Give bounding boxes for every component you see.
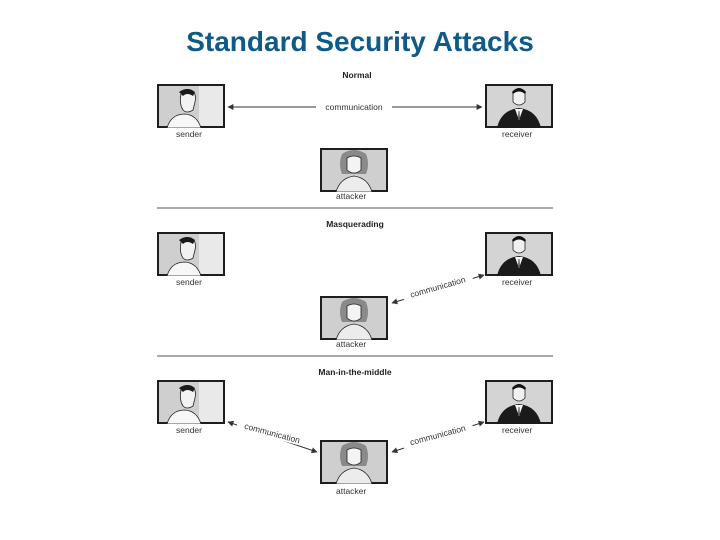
sender-image	[157, 232, 225, 276]
communication-label: communication	[409, 274, 467, 299]
receiver-label: receiver	[502, 425, 532, 435]
receiver-label: receiver	[502, 129, 532, 139]
attacker-image	[320, 148, 388, 192]
sender-image	[157, 380, 225, 424]
attacker-image	[320, 440, 388, 484]
sender-label: sender	[176, 425, 202, 435]
attacker-label: attacker	[336, 191, 366, 201]
attacker-label: attacker	[336, 486, 366, 496]
attacker-label: attacker	[336, 339, 366, 349]
attacker-image	[320, 296, 388, 340]
sender-image	[157, 84, 225, 128]
sender-label: sender	[176, 277, 202, 287]
receiver-image	[485, 232, 553, 276]
communication-label: communication	[409, 423, 467, 448]
receiver-label: receiver	[502, 277, 532, 287]
panel-heading: Masquerading	[326, 219, 384, 229]
panel-man-in-the-middle: Man-in-the-middle sender receiver attack…	[157, 367, 553, 496]
communication-label: communication	[325, 102, 382, 112]
receiver-image	[485, 84, 553, 128]
slide-title: Standard Security Attacks	[186, 26, 534, 57]
panel-normal: Normal sender receiver attacker communic…	[157, 70, 553, 201]
sender-label: sender	[176, 129, 202, 139]
communication-label: communication	[243, 421, 301, 446]
panel-heading: Normal	[342, 70, 371, 80]
panel-masquerading: Masquerading sender receiver attacker co…	[157, 219, 553, 349]
panel-heading: Man-in-the-middle	[318, 367, 391, 377]
receiver-image	[485, 380, 553, 424]
